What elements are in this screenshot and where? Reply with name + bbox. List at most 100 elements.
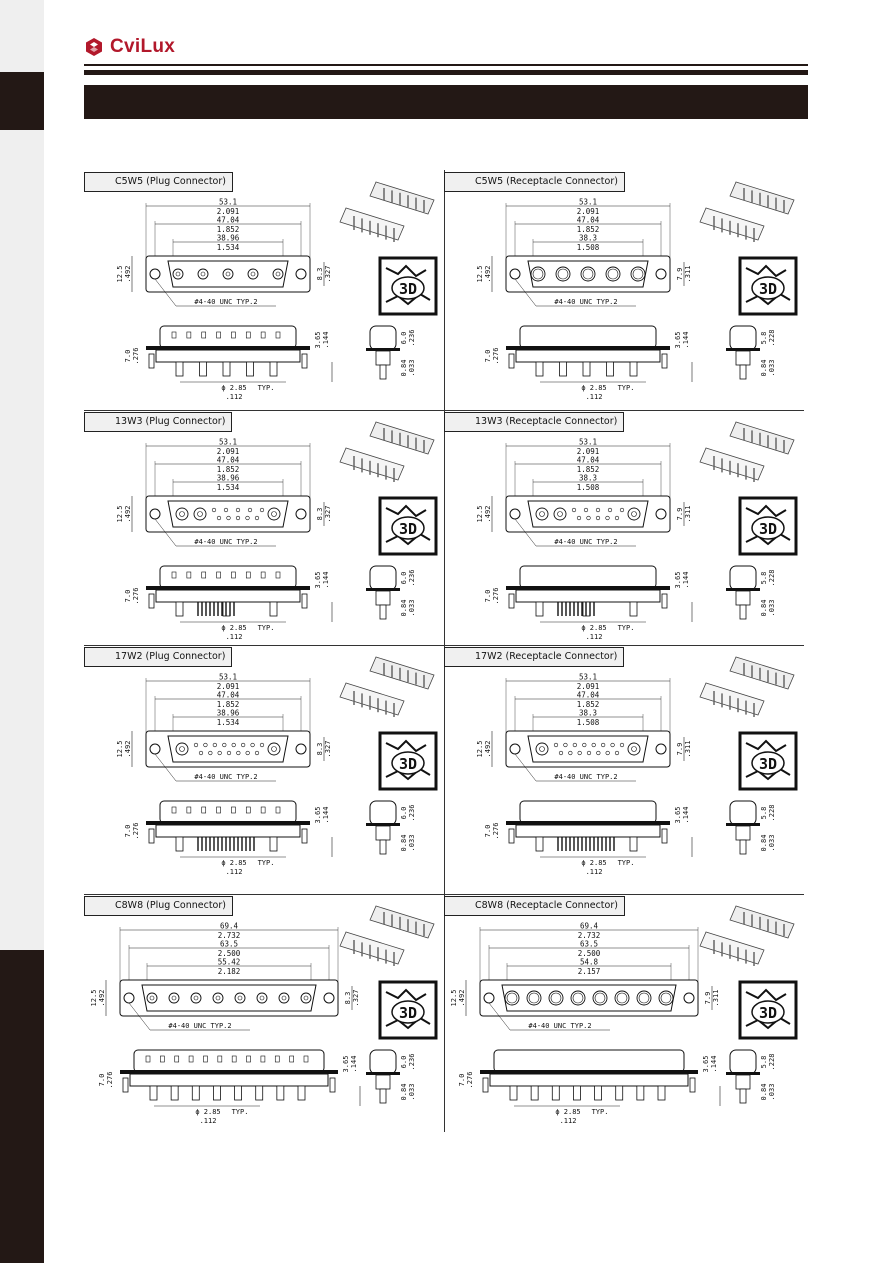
board-lock <box>661 828 668 844</box>
connector-title: 13W3 (Receptacle Connector) <box>444 412 625 432</box>
badge-oval <box>751 516 785 540</box>
power-contact <box>535 507 549 521</box>
pin-diameter: ϕ 2.85 <box>581 384 606 392</box>
board-lock <box>148 828 155 844</box>
dimension-mm: 47.04 <box>577 691 600 700</box>
contact-core <box>528 992 540 1004</box>
mounting-hole <box>149 508 161 520</box>
power-pin <box>629 361 638 377</box>
dimension-mm: 69.4 <box>220 922 239 931</box>
board-lock <box>148 593 155 609</box>
mounting-hole <box>655 508 667 520</box>
contact-window <box>171 571 177 579</box>
badge-3d-label: 3D <box>399 280 417 298</box>
end-view-insulator <box>735 350 751 366</box>
end-view-body <box>729 800 757 826</box>
flange-side <box>146 586 310 590</box>
signal-contact <box>226 515 231 521</box>
signal-contact <box>203 742 208 748</box>
thickness-inch: .033 <box>408 360 416 377</box>
power-contact <box>212 992 224 1004</box>
dimension-inch: 2.500 <box>218 949 241 958</box>
end-height-inch: .228 <box>768 570 776 587</box>
end-view-pin <box>379 839 387 855</box>
power-contact <box>627 742 641 756</box>
end-view-insulator <box>375 825 391 841</box>
header-rule-thick <box>84 70 808 75</box>
mounting-hole <box>509 268 521 280</box>
insulator-side <box>155 824 301 838</box>
end-view-flange <box>726 588 760 591</box>
base-mm: 7.0 <box>124 590 132 603</box>
power-contact <box>168 992 180 1004</box>
dimension-inch: 2.091 <box>577 682 600 691</box>
shell-height-inch: .144 <box>322 572 330 589</box>
badge-3d-label: 3D <box>759 280 777 298</box>
leader-line <box>514 518 537 547</box>
contact-core <box>259 995 265 1001</box>
signal-contact <box>614 515 620 521</box>
dimension-inch: 1.852 <box>217 700 240 709</box>
thickness-mm: 0.84 <box>760 1084 768 1101</box>
dimension-mm: 55.42 <box>218 958 241 967</box>
board-lock <box>301 828 308 844</box>
flange-side <box>506 346 670 350</box>
pin-diameter: ϕ 2.85 <box>555 1108 580 1116</box>
contact-core <box>281 995 287 1001</box>
power-pin <box>297 1085 306 1101</box>
power-contact <box>197 268 209 280</box>
typ-note: TYP. <box>232 1108 249 1116</box>
pin-diameter-inch: .112 <box>586 868 603 876</box>
pin-diameter-inch: .112 <box>586 393 603 401</box>
signal-contact <box>222 742 227 748</box>
signal-contact <box>247 507 253 513</box>
signal-contact <box>193 742 199 748</box>
contact-core <box>149 995 155 1001</box>
signal-contact <box>563 742 568 748</box>
signal-contact <box>208 750 213 756</box>
end-view-body <box>729 1049 757 1075</box>
shell-height-inch: .144 <box>322 332 330 349</box>
power-pin <box>149 1085 158 1101</box>
connector-shell <box>501 984 677 1012</box>
contact-window <box>260 806 266 814</box>
leader-line <box>514 278 537 307</box>
power-contact <box>175 507 189 521</box>
side-mm: 8.3 <box>316 268 324 281</box>
contact-core <box>607 268 619 280</box>
badge-3d-label: 3D <box>399 520 417 538</box>
insulator-side <box>155 589 301 603</box>
power-pin <box>222 361 231 377</box>
mounting-hole <box>149 268 161 280</box>
power-pin <box>246 361 254 377</box>
signal-contact <box>591 742 596 748</box>
dimension-mm: 53.1 <box>579 438 597 447</box>
badge-oval <box>751 276 785 300</box>
signal-contact <box>583 507 589 513</box>
flange-side <box>506 586 670 590</box>
power-pin <box>276 1085 285 1101</box>
power-contact <box>272 268 284 280</box>
contact-window <box>145 1055 151 1063</box>
dimension-inch: 2.182 <box>218 967 241 976</box>
insulator-side <box>515 589 661 603</box>
dimension-mm: 53.1 <box>219 438 237 447</box>
iso-view-plug <box>339 682 405 716</box>
contact-core <box>179 511 185 517</box>
insulator-side <box>515 349 661 363</box>
end-view-pin <box>379 1088 387 1104</box>
power-contact <box>172 268 184 280</box>
power-pin <box>629 836 638 852</box>
connector-body-side <box>159 565 297 589</box>
end-height-mm: 5.8 <box>760 807 768 820</box>
end-view-insulator <box>375 350 391 366</box>
mounting-hole <box>509 508 521 520</box>
power-pin <box>269 836 278 852</box>
side-inch: .327 <box>352 990 360 1007</box>
shell-height-inch: .144 <box>322 807 330 824</box>
pin-diameter: ϕ 2.85 <box>221 624 246 632</box>
mounting-hole <box>295 268 307 280</box>
